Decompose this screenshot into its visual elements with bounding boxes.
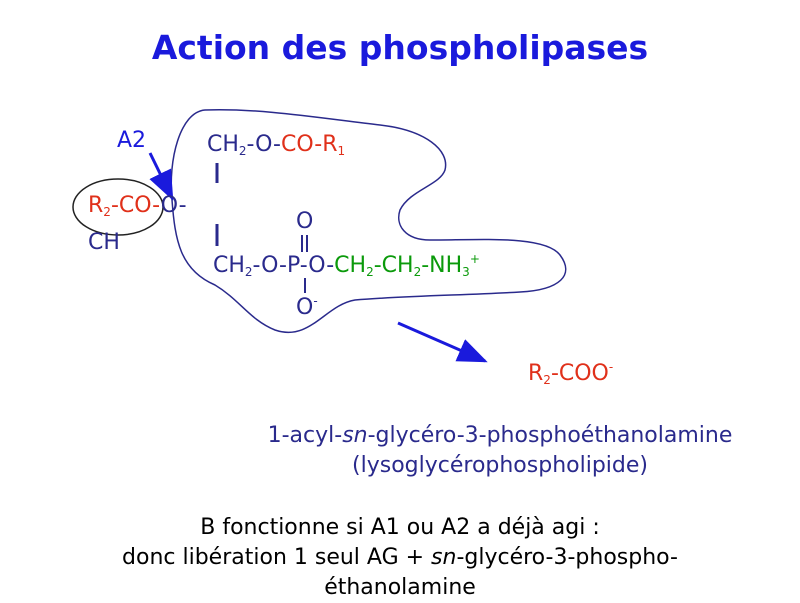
ethanolamine-sub-b: 2	[413, 265, 422, 279]
page-title: Action des phospholipases	[151, 28, 649, 67]
ethanolamine-sub-a: 2	[366, 265, 374, 279]
c3-ch2: CH	[213, 253, 245, 278]
c1-acyl-subscript: 1	[337, 144, 346, 158]
c2-acyl-r: R	[88, 193, 104, 218]
caption-italic: sn	[342, 423, 368, 448]
note-line-2: donc libération 1 seul AG + sn-glycéro-3…	[0, 543, 800, 573]
c3-subscript: 2	[244, 265, 253, 279]
reaction-arrow	[397, 321, 488, 363]
headgroup-outline	[170, 108, 567, 333]
c1-ch2: CH	[207, 132, 239, 157]
note-line-2-prefix: donc libération 1 seul AG +	[122, 545, 432, 570]
ethanolamine-dash: -	[373, 253, 382, 278]
enzyme-label-a2: A2	[117, 128, 147, 153]
ethanolamine-charge: +	[469, 252, 480, 266]
note-line-1: B fonctionne si A1 ou A2 a déjà agi :	[200, 515, 600, 540]
c1-acyl-chain: CO-R	[280, 132, 338, 157]
glycerol-c1-row: CH2-O-CO-R1	[207, 132, 346, 158]
c1-ester-oxygen: -O-	[246, 132, 281, 157]
c1-subscript: 2	[238, 144, 247, 158]
glycerol-c2-ch: CH	[88, 230, 120, 255]
ethanolamine-nh: -NH	[421, 253, 463, 278]
caption-suffix: -glycéro-3-phosphoéthanolamine	[367, 423, 733, 448]
c2-acyl-co: -CO-	[110, 193, 161, 218]
phosphate-oxo-oxygen: O	[296, 209, 314, 234]
caption-prefix: 1-acyl-	[267, 423, 343, 448]
product-coo: -COO	[550, 361, 609, 386]
glycerol-c3-row: CH2-O-P-O-CH2-CH2-NH3+	[213, 252, 480, 279]
note-line-3: éthanolamine	[324, 575, 476, 600]
glycerol-c2-row: R2-CO-O-	[88, 193, 187, 219]
c2-acyl-subscript: 2	[103, 205, 111, 219]
caption-line-1: 1-acyl-sn-glycéro-3-phosphoéthanolamine	[210, 421, 790, 451]
sn2-acyl-circle	[72, 178, 164, 236]
ethanolamine-ch2-b: CH	[381, 253, 414, 278]
product-charge: -	[608, 360, 614, 374]
c2-ester-oxygen: O-	[160, 193, 187, 218]
product-name-caption: 1-acyl-sn-glycéro-3-phosphoéthanolamine …	[210, 421, 790, 481]
ethanolamine-ch2-a: CH	[334, 253, 367, 278]
phosphate-charge: -	[313, 294, 318, 308]
phosphodiester: -O-P-O-	[252, 253, 335, 278]
a2-cleavage-arrow	[148, 152, 174, 201]
note-line-2-italic: sn	[431, 545, 457, 570]
product-subscript: 2	[543, 373, 551, 387]
caption-line-2: (lysoglycérophospholipide)	[352, 453, 648, 478]
ethanolamine-nh-subscript: 3	[462, 265, 470, 279]
phosphate-o-minus: O	[296, 295, 314, 320]
phosphate-anionic-oxygen: O-	[296, 294, 318, 320]
note-line-2-suffix: -glycéro-3-phospho-	[456, 545, 678, 570]
released-fatty-acid: R2-COO-	[528, 361, 613, 386]
footer-note: B fonctionne si A1 ou A2 a déjà agi : do…	[0, 513, 800, 603]
product-r: R	[528, 361, 544, 386]
